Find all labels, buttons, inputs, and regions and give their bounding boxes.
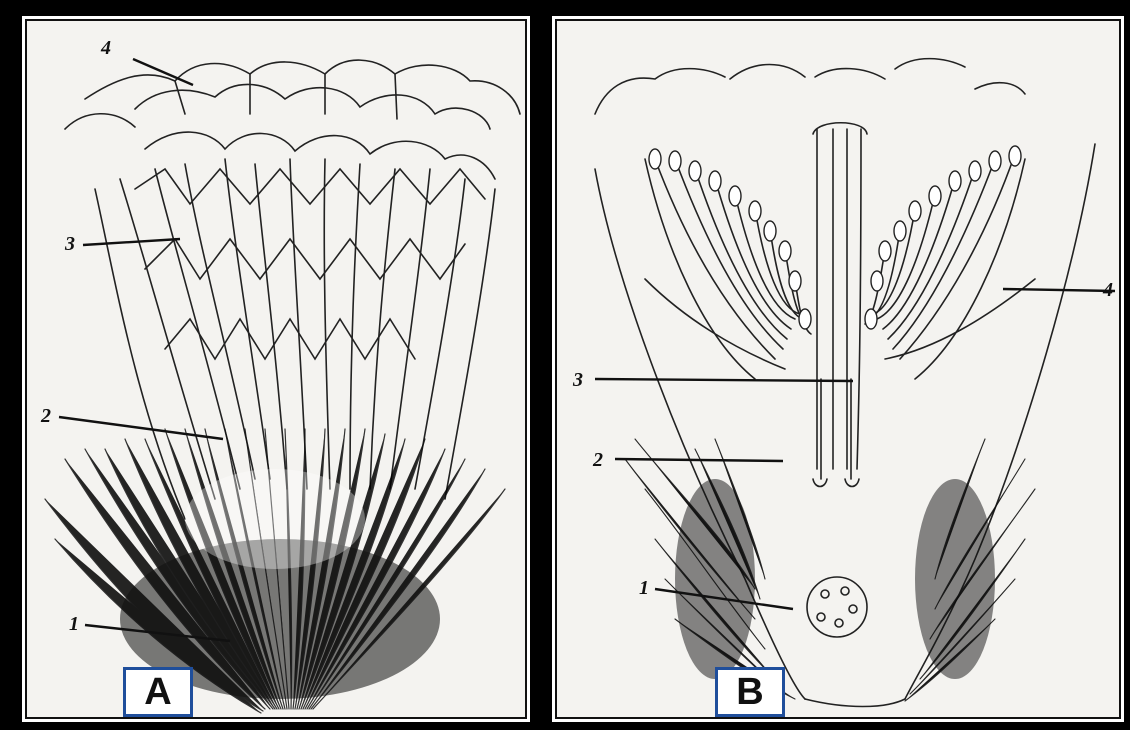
leader-line-3b	[595, 379, 853, 381]
label-3b: 3	[573, 369, 583, 392]
panel-letter-b: B	[715, 667, 785, 717]
leader-line-2b	[615, 459, 783, 461]
panel-letter-a: A	[123, 667, 193, 717]
flower-section-b-drawing	[555, 19, 1121, 719]
label-4: 4	[101, 37, 111, 60]
label-4b: 4	[1103, 279, 1113, 302]
panel-a: 4 3 2 1 A	[22, 16, 530, 722]
label-3: 3	[65, 233, 75, 256]
label-1: 1	[69, 613, 79, 636]
panel-b: 4 3 2 1 B	[552, 16, 1124, 722]
label-2: 2	[41, 405, 51, 428]
flower-head-a-drawing	[25, 19, 527, 719]
leader-line-3	[83, 239, 180, 245]
label-1b: 1	[639, 577, 649, 600]
leader-line-2	[59, 417, 223, 439]
label-2b: 2	[593, 449, 603, 472]
